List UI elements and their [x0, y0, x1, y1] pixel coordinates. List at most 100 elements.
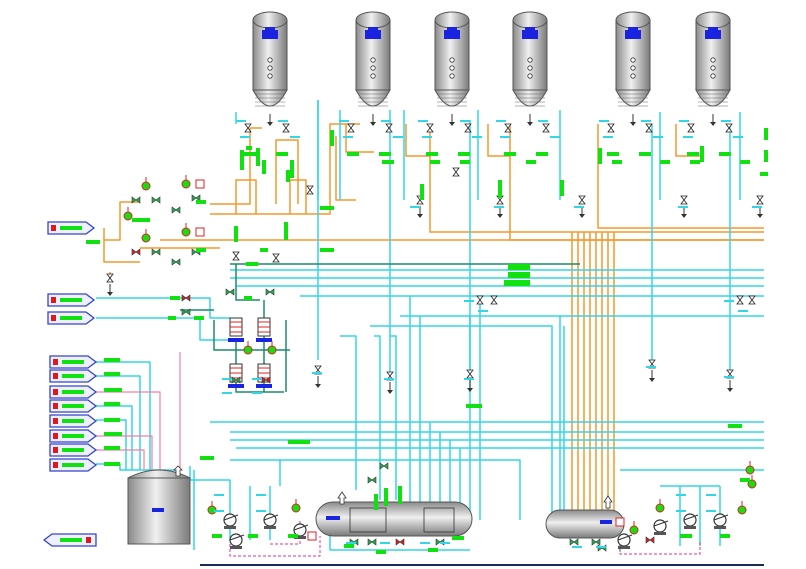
indicator-bar: [764, 128, 768, 140]
indicator-bar: [719, 152, 731, 156]
indicator-bar: [344, 544, 354, 548]
valve-icon: [504, 123, 512, 133]
pipe-network: [96, 100, 764, 557]
cyan-tick: [236, 120, 246, 122]
indicator-bar: [234, 226, 238, 242]
cyan-tick: [339, 120, 349, 122]
heat-exchanger-icon: [228, 363, 244, 388]
valve-icon: [181, 308, 191, 316]
tower-level-icon: [444, 30, 460, 39]
cyan-tick: [290, 136, 300, 138]
cyan-tick: [222, 392, 232, 394]
control-valve-icon: [307, 531, 317, 541]
cyan-tick: [572, 546, 582, 548]
indicator-bar: [104, 388, 122, 392]
indicator-bar: [760, 172, 768, 176]
cyan-tick: [724, 300, 734, 302]
pressure-gauge-icon: [123, 207, 133, 221]
indicator-bar: [132, 218, 150, 222]
inlet-tag-icon: [49, 414, 98, 428]
cyan-tick: [653, 136, 663, 138]
pipe: [675, 124, 700, 157]
tower-icon: [355, 11, 391, 107]
cyan-tick: [679, 120, 689, 122]
indicator-bar: [86, 240, 100, 244]
indicator-bar: [460, 160, 470, 164]
indicator-bar: [430, 160, 440, 164]
valve-icon: [151, 196, 161, 204]
indicator-bar: [612, 160, 622, 164]
valve-icon: [466, 369, 474, 379]
pipe: [275, 139, 299, 204]
indicator-bar: [374, 494, 378, 510]
indicator-bar: [320, 248, 334, 252]
valve-icon: [367, 476, 377, 484]
cyan-tick: [343, 136, 353, 138]
storage-tank-icon: [127, 469, 191, 545]
pipe: [390, 335, 397, 500]
control-valve-icon: [615, 517, 625, 527]
valve-icon: [385, 123, 393, 133]
valve-icon: [181, 294, 191, 302]
valve-icon: [282, 123, 290, 133]
valve-icon: [106, 273, 114, 283]
indicator-bar: [104, 358, 120, 362]
indicator-layer: [60, 120, 768, 554]
pressure-gauge-icon: [207, 501, 217, 515]
tower-icon: [252, 11, 288, 107]
cyan-tick: [494, 206, 504, 208]
cyan-tick: [252, 378, 262, 380]
valve-icon: [464, 123, 472, 133]
cyan-tick: [550, 136, 560, 138]
tower-level-icon: [522, 30, 538, 39]
indicator-bar: [560, 180, 564, 196]
cyan-tick: [683, 136, 693, 138]
cyan-tick: [222, 378, 232, 380]
indicator-bar: [384, 488, 388, 506]
inlet-tag-icon: [49, 385, 98, 399]
pipe: [213, 320, 290, 351]
inlet-tag-icon: [49, 355, 98, 369]
pipe: [96, 317, 230, 341]
drain-icon: [370, 114, 376, 126]
pump-icon: [653, 519, 669, 535]
valve-icon: [306, 185, 314, 195]
indicator-bar: [284, 222, 288, 240]
valve-icon: [367, 538, 377, 546]
pipe: [210, 123, 360, 215]
indicator-bar: [504, 152, 516, 156]
pump-icon: [229, 533, 245, 549]
pipe: [487, 124, 510, 157]
indicator-bar: [104, 432, 122, 436]
indicator-bar: [104, 446, 120, 450]
indicator-bar: [320, 206, 334, 210]
cyan-tick: [256, 510, 266, 512]
indicator-bar: [200, 456, 214, 460]
valve-icon: [379, 462, 389, 470]
valve-icon: [607, 123, 615, 133]
valve-icon: [645, 123, 653, 133]
inlet-tag-icon: [49, 458, 98, 472]
cyan-tick: [538, 120, 548, 122]
pressure-gauge-icon: [267, 341, 277, 355]
pump-icon: [617, 533, 633, 549]
inlet-tag-icon: [49, 443, 98, 457]
cyan-tick: [380, 542, 390, 544]
indicator-bar: [498, 180, 502, 198]
indicator-bar: [276, 152, 288, 156]
cyan-tick: [706, 510, 716, 512]
drain-icon: [649, 370, 655, 382]
cyan-tick: [472, 136, 482, 138]
pipe: [374, 335, 381, 500]
valve-icon: [490, 295, 498, 305]
cyan-tick: [252, 392, 262, 394]
cyan-tick: [464, 300, 474, 302]
pipe: [289, 179, 307, 214]
indicator-bar: [244, 296, 252, 300]
indicator-bar: [288, 534, 298, 538]
cyan-tick: [346, 542, 356, 544]
cyan-tick: [460, 120, 470, 122]
heat-exchanger-icon: [256, 363, 272, 388]
cyan-tick: [678, 206, 688, 208]
